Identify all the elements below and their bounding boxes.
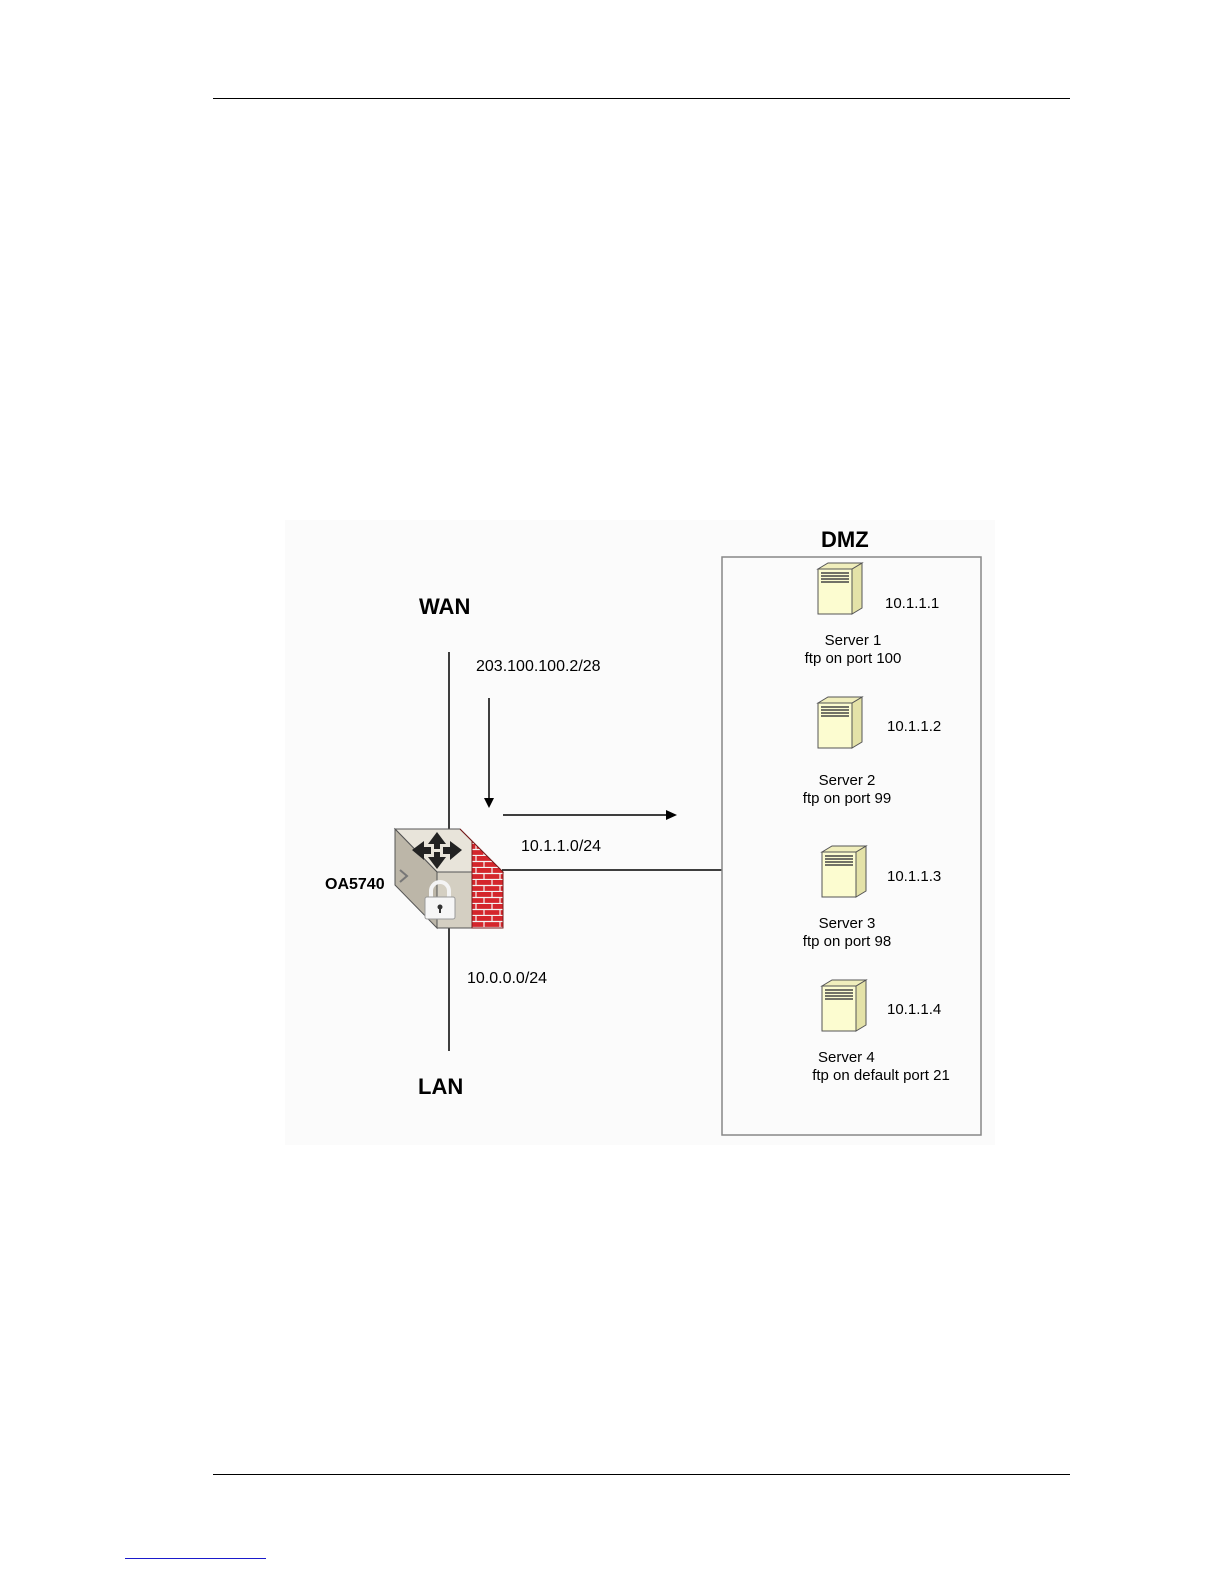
server-3-name: Server 3 bbox=[797, 915, 897, 933]
server-4-name: Server 4 bbox=[806, 1049, 956, 1067]
server-1-service: ftp on port 100 bbox=[800, 650, 906, 668]
arrow-down bbox=[484, 698, 494, 808]
lan-label: LAN bbox=[418, 1076, 463, 1098]
server-2-name: Server 2 bbox=[797, 772, 897, 790]
wan-ip-label: 203.100.100.2/28 bbox=[476, 659, 601, 675]
server-2-ip: 10.1.1.2 bbox=[887, 719, 941, 734]
server-3-icon bbox=[822, 846, 866, 897]
server-1-icon bbox=[818, 563, 862, 614]
server-2-service: ftp on port 99 bbox=[797, 790, 897, 808]
firewall-router-icon bbox=[395, 829, 503, 928]
arrow-right bbox=[503, 810, 677, 820]
server-2-icon bbox=[818, 697, 862, 748]
server-1-name: Server 1 bbox=[800, 632, 906, 650]
device-name: OA5740 bbox=[325, 877, 385, 893]
server-3-ip: 10.1.1.3 bbox=[887, 869, 941, 884]
server-3-service: ftp on port 98 bbox=[797, 933, 897, 951]
lan-subnet-label: 10.0.0.0/24 bbox=[467, 971, 547, 987]
server-1-caption: Server 1 ftp on port 100 bbox=[800, 632, 906, 668]
server-1-ip: 10.1.1.1 bbox=[885, 596, 939, 611]
server-4-service: ftp on default port 21 bbox=[806, 1067, 956, 1085]
server-4-ip: 10.1.1.4 bbox=[887, 1002, 941, 1017]
wan-label: WAN bbox=[419, 596, 470, 618]
dmz-subnet-label: 10.1.1.0/24 bbox=[521, 839, 601, 855]
server-2-caption: Server 2 ftp on port 99 bbox=[797, 772, 897, 808]
server-4-icon bbox=[822, 980, 866, 1031]
dmz-label: DMZ bbox=[821, 529, 869, 551]
server-3-caption: Server 3 ftp on port 98 bbox=[797, 915, 897, 951]
server-4-caption: Server 4 ftp on default port 21 bbox=[806, 1049, 956, 1085]
